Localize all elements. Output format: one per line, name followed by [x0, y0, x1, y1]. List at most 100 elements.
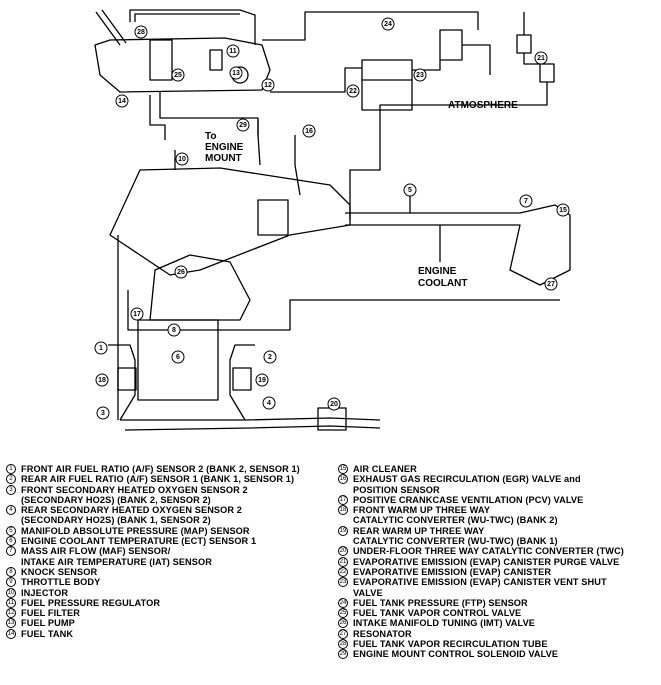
- callout-5: 5: [403, 183, 417, 197]
- callout-6: 6: [171, 350, 185, 364]
- legend-text: (SECONDARY HO2S) (BANK 1, SENSOR 2): [21, 515, 211, 526]
- callout-number: 3: [101, 410, 105, 417]
- callout-number: 8: [172, 327, 176, 334]
- legend-number-badge: 6: [6, 536, 16, 547]
- callout-circle: [171, 350, 185, 364]
- legend-number-badge: 11: [6, 597, 16, 608]
- engine-coolant-label-1: ENGINE: [418, 266, 457, 277]
- legend-text: MANIFOLD ABSOLUTE PRESSURE (MAP) SENSOR: [21, 525, 250, 536]
- legend-text: REAR SECONDARY HEATED OXYGEN SENSOR 2: [21, 505, 243, 516]
- callout-1: 1: [94, 341, 108, 355]
- engine-coolant-label-2: COOLANT: [418, 278, 467, 289]
- legend-item-14: 14 FUEL TANK: [6, 628, 336, 639]
- legend-text: FUEL PUMP: [21, 618, 75, 629]
- callout-circle: [134, 25, 148, 39]
- callout-10: 10: [175, 152, 189, 166]
- callout-number: 17: [133, 311, 141, 318]
- callout-circle: [94, 341, 108, 355]
- to-engine-mount-label-1: To: [205, 131, 216, 142]
- legend-item-3-cont: (SECONDARY HO2S) (BANK 2, SENSOR 2): [6, 495, 336, 505]
- legend-number-badge: 4: [6, 505, 16, 516]
- callout-27: 27: [544, 277, 558, 291]
- legend-text: UNDER-FLOOR THREE WAY CATALYTIC CONVERTE…: [353, 546, 624, 557]
- legend-item-7-cont: INTAKE AIR TEMPERATURE (IAT) SENSOR: [6, 557, 336, 567]
- legend-text: VALVE: [353, 587, 383, 598]
- legend-number-badge: 17: [338, 494, 348, 505]
- legend-item-20: 20 UNDER-FLOOR THREE WAY CATALYTIC CONVER…: [338, 546, 658, 557]
- callout-12: 12: [261, 78, 275, 92]
- legend-text: POSITIVE CRANKCASE VENTILATION (PCV) VAL…: [353, 494, 584, 505]
- callout-circle: [403, 183, 417, 197]
- callout-3: 3: [96, 406, 110, 420]
- callout-20: 20: [327, 397, 341, 411]
- legend-number-badge: 9: [6, 577, 16, 588]
- callout-circle: [381, 17, 395, 31]
- callout-circle: [544, 277, 558, 291]
- legend-item-4-cont: (SECONDARY HO2S) (BANK 1, SENSOR 2): [6, 515, 336, 525]
- legend-item-6: 6 ENGINE COOLANT TEMPERATURE (ECT) SENSOR…: [6, 536, 336, 547]
- callout-number: 26: [177, 269, 185, 276]
- callout-number: 16: [305, 128, 313, 135]
- callout-circle: [174, 265, 188, 279]
- callout-number: 28: [137, 29, 145, 36]
- callout-circle: [226, 44, 240, 58]
- legend-item-9: 9 THROTTLE BODY: [6, 577, 336, 588]
- legend-number-badge: 20: [338, 546, 348, 557]
- callout-circle: [534, 51, 548, 65]
- legend-item-16-cont: POSITION SENSOR: [338, 485, 658, 495]
- legend-number-badge: 18: [338, 505, 348, 516]
- callout-number: 4: [267, 400, 271, 407]
- legend-text: MASS AIR FLOW (MAF) SENSOR/: [21, 546, 171, 557]
- legend-number-badge: 14: [6, 628, 16, 639]
- legend-indent: [6, 495, 21, 505]
- callout-number: 14: [118, 98, 126, 105]
- legend-text: POSITION SENSOR: [353, 484, 440, 495]
- callout-13: 13: [229, 66, 243, 80]
- callout-number: 5: [408, 187, 412, 194]
- legend-text: THROTTLE BODY: [21, 577, 101, 588]
- legend-text: FRONT WARM UP THREE WAY: [353, 505, 491, 516]
- legend-text: CATALYTIC CONVERTER (WU-TWC) (BANK 1): [353, 536, 558, 547]
- callout-24: 24: [381, 17, 395, 31]
- callout-number: 11: [229, 48, 237, 55]
- callout-circle: [236, 118, 250, 132]
- legend-number-badge: 8: [6, 566, 16, 577]
- legend-text: CATALYTIC CONVERTER (WU-TWC) (BANK 2): [353, 515, 558, 526]
- callout-number: 29: [239, 122, 247, 129]
- legend-text: ENGINE COOLANT TEMPERATURE (ECT) SENSOR …: [21, 536, 257, 547]
- legend-number-badge: 5: [6, 525, 16, 536]
- callout-number: 15: [559, 207, 567, 214]
- legend-text: REAR WARM UP THREE WAY: [353, 525, 485, 536]
- legend-number-badge: 21: [338, 556, 348, 567]
- callout-circle: [302, 124, 316, 138]
- callout-number: 6: [176, 354, 180, 361]
- callout-number: 18: [98, 377, 106, 384]
- callout-number: 22: [349, 88, 357, 95]
- legend-indent: [338, 536, 353, 546]
- legend-text: FRONT AIR FUEL RATIO (A/F) SENSOR 2 (BAN…: [21, 464, 300, 474]
- callout-circle: [167, 323, 181, 337]
- callout-16: 16: [302, 124, 316, 138]
- callout-circle: [95, 373, 109, 387]
- fuel-tank: [94, 9, 271, 93]
- legend-number-badge: 3: [6, 484, 16, 495]
- legend-text: FUEL TANK: [21, 628, 74, 639]
- legend-item-18-cont: CATALYTIC CONVERTER (WU-TWC) (BANK 2): [338, 515, 658, 525]
- legend-text: EVAPORATIVE EMISSION (EVAP) CANISTER: [353, 566, 552, 577]
- callout-number: 7: [524, 198, 528, 205]
- legend-text: FUEL FILTER: [21, 608, 80, 619]
- legend-text: ENGINE MOUNT CONTROL SOLENOID VALVE: [353, 649, 559, 660]
